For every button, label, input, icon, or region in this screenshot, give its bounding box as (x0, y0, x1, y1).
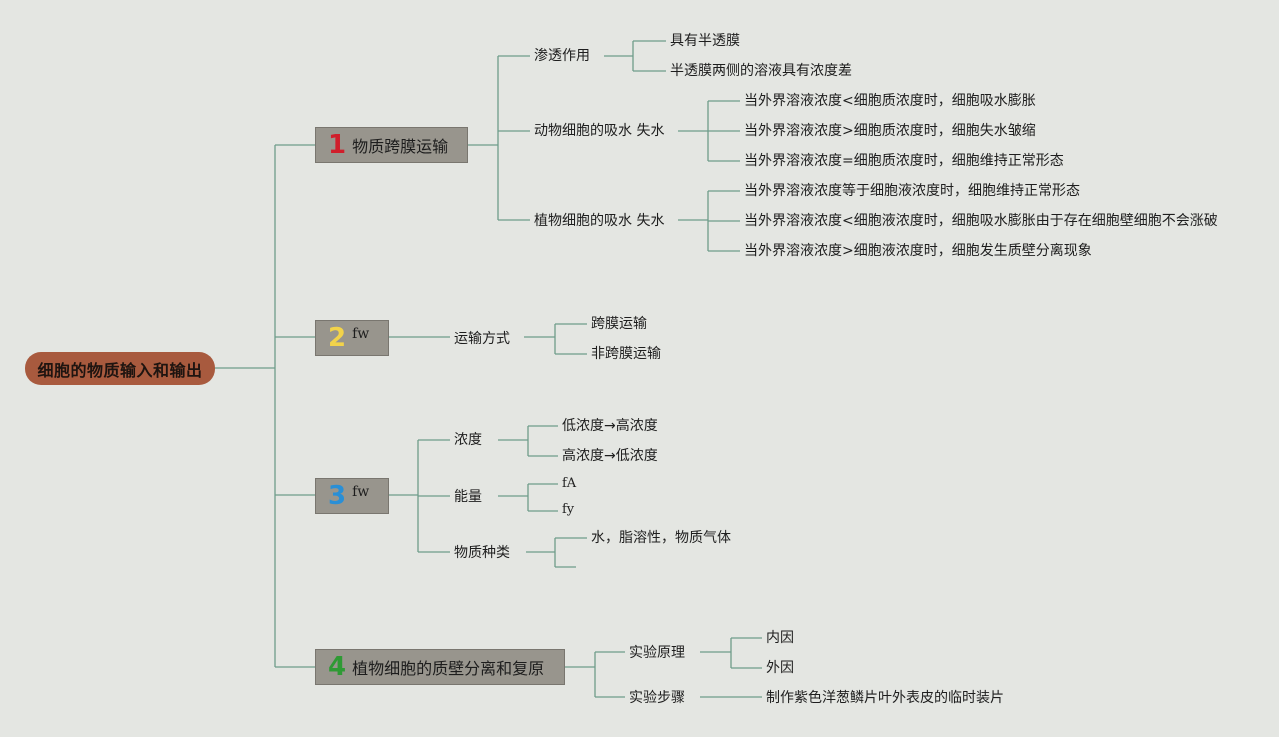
leaf-item[interactable]: 高浓度→低浓度 (562, 448, 658, 464)
leaf-item[interactable]: 当外界溶液浓度等于细胞液浓度时，细胞维持正常形态 (744, 183, 1080, 199)
leaf-item[interactable]: 低浓度→高浓度 (562, 418, 658, 434)
leaf-item[interactable]: 外因 (766, 660, 794, 676)
branch-number-4: 4 (328, 652, 347, 682)
leaf-item[interactable]: 当外界溶液浓度=细胞质浓度时，细胞维持正常形态 (744, 153, 1064, 169)
subtopic-osmosis[interactable]: 渗透作用 (534, 48, 590, 64)
subtopic-substance-type[interactable]: 物质种类 (454, 545, 510, 561)
subtopic-plant-cell[interactable]: 植物细胞的吸水 失水 (534, 213, 665, 229)
branch-number-1: 1 (328, 130, 347, 160)
leaf-item[interactable]: 当外界溶液浓度>细胞质浓度时，细胞失水皱缩 (744, 123, 1036, 139)
branch-topic-1[interactable]: 1 物质跨膜运输 (315, 127, 468, 163)
leaf-item[interactable]: 当外界溶液浓度<细胞质浓度时，细胞吸水膨胀 (744, 93, 1036, 109)
leaf-item[interactable]: 半透膜两侧的溶液具有浓度差 (670, 63, 852, 79)
leaf-item[interactable]: 内因 (766, 630, 794, 646)
leaf-item[interactable]: 当外界溶液浓度<细胞液浓度时，细胞吸水膨胀由于存在细胞壁细胞不会涨破 (744, 213, 1218, 229)
branch-topic-2[interactable]: 2 fw (315, 320, 389, 356)
subtopic-transport-mode[interactable]: 运输方式 (454, 331, 510, 347)
subtopic-experiment-principle[interactable]: 实验原理 (629, 645, 685, 661)
branch-topic-4[interactable]: 4 植物细胞的质壁分离和复原 (315, 649, 565, 685)
leaf-item[interactable]: 水，脂溶性，物质气体 (591, 530, 731, 546)
leaf-item[interactable]: 制作紫色洋葱鳞片叶外表皮的临时装片 (766, 690, 1004, 706)
subtopic-energy[interactable]: 能量 (454, 489, 482, 505)
branch-number-3: 3 (328, 481, 347, 511)
branch-label-2: fw (352, 326, 370, 342)
subtopic-concentration[interactable]: 浓度 (454, 432, 482, 448)
leaf-item[interactable]: 具有半透膜 (670, 33, 740, 49)
leaf-item[interactable]: 当外界溶液浓度>细胞液浓度时，细胞发生质壁分离现象 (744, 243, 1092, 259)
branch-number-2: 2 (328, 323, 347, 353)
subtopic-animal-cell[interactable]: 动物细胞的吸水 失水 (534, 123, 665, 139)
branch-topic-3[interactable]: 3 fw (315, 478, 389, 514)
subtopic-experiment-steps[interactable]: 实验步骤 (629, 690, 685, 706)
root-topic[interactable]: 细胞的物质输入和输出 (25, 352, 215, 385)
leaf-item[interactable]: 跨膜运输 (591, 316, 647, 332)
branch-label-4: 植物细胞的质壁分离和复原 (352, 659, 545, 678)
branch-label-1: 物质跨膜运输 (352, 137, 449, 156)
leaf-item[interactable]: fA (562, 476, 577, 491)
branch-label-3: fw (352, 484, 370, 500)
leaf-item[interactable]: fy (562, 502, 575, 517)
leaf-item[interactable]: 非跨膜运输 (591, 346, 661, 362)
root-topic-label: 细胞的物质输入和输出 (37, 360, 203, 380)
